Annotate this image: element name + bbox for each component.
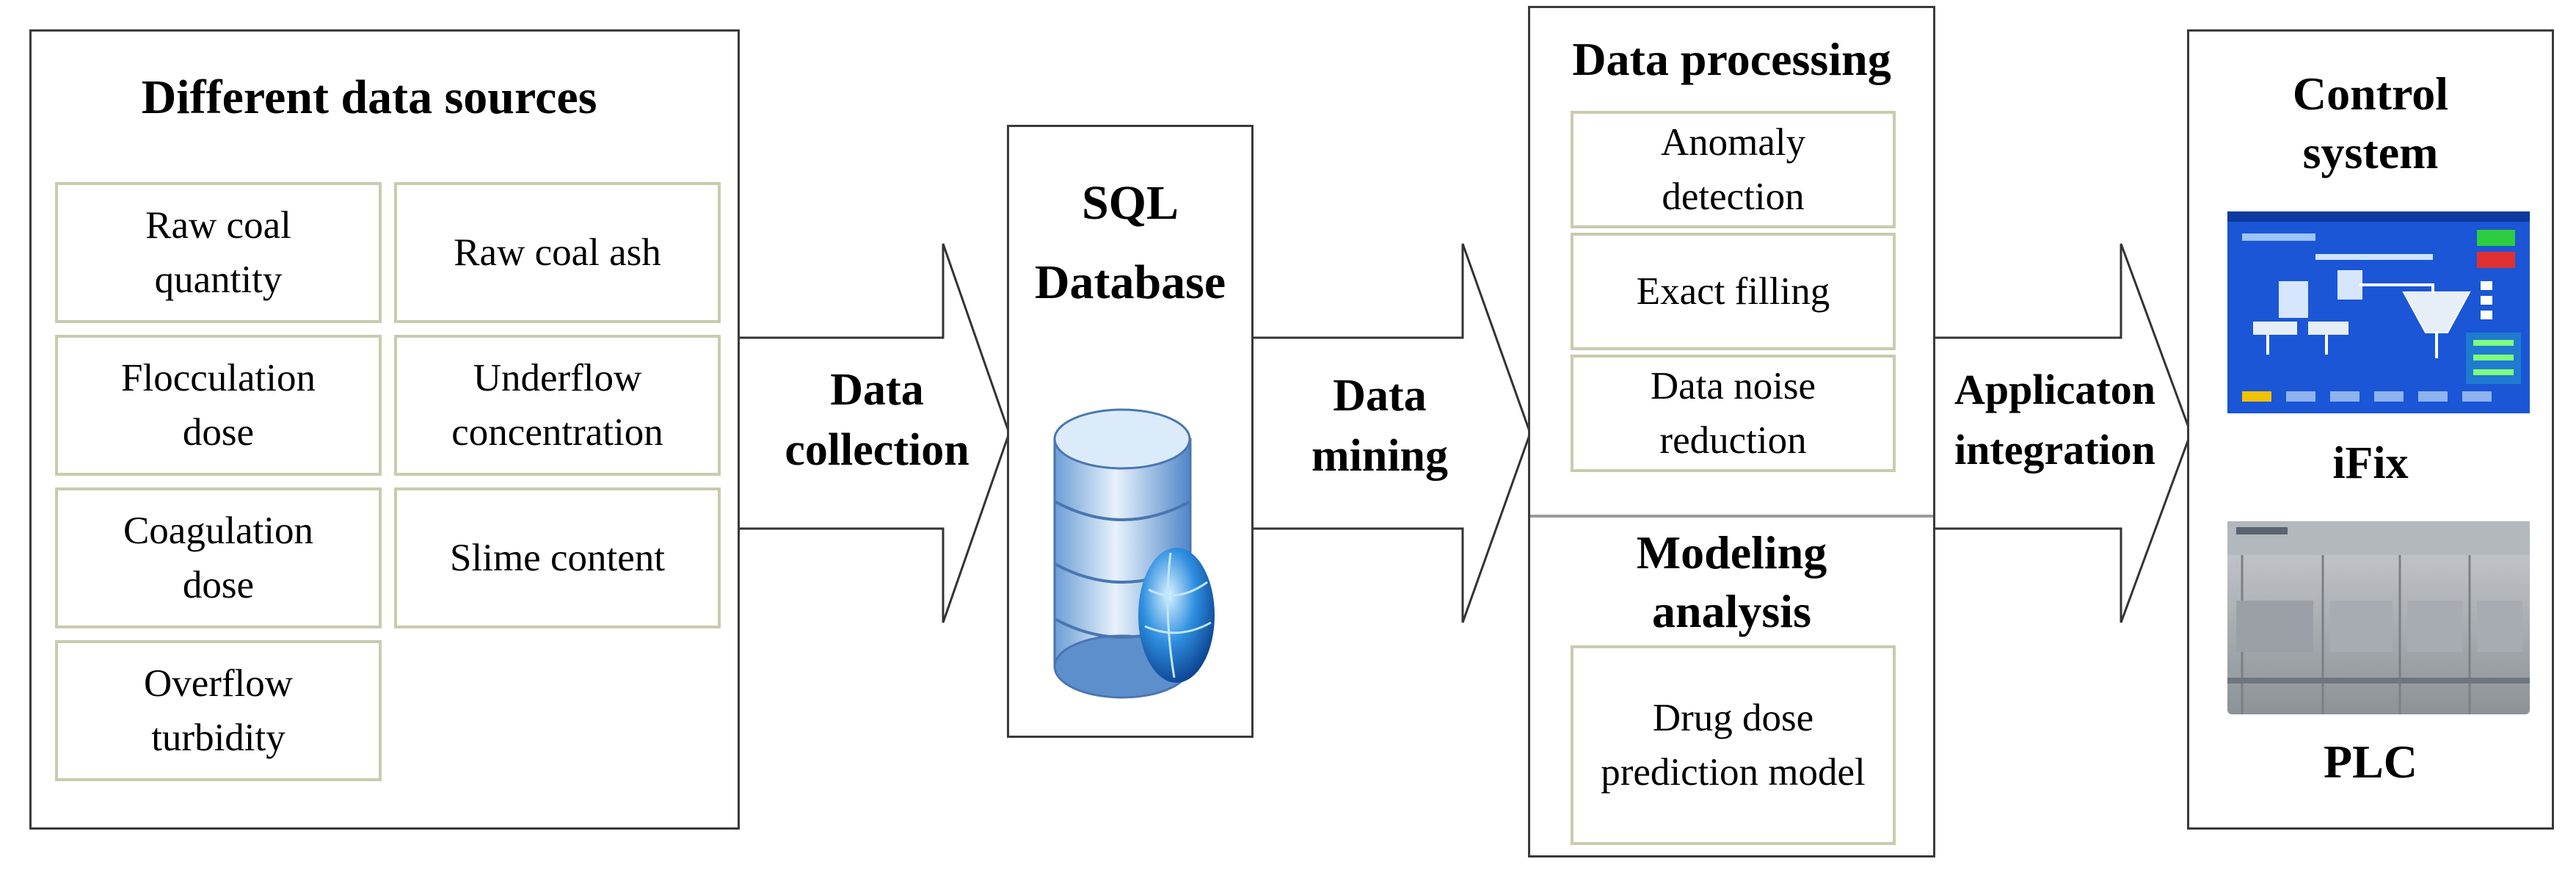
- source-item-flocculation-dose: Flocculation dose: [55, 335, 382, 476]
- section-divider: [1530, 515, 1933, 518]
- data-processing-title: Data processing: [1572, 33, 1891, 85]
- control-system-panel: Control system iFix: [2187, 29, 2554, 830]
- source-item-raw-coal-quantity: Raw coal quantity: [55, 182, 382, 323]
- data-mining-label: Data mining: [1311, 371, 1449, 481]
- ifix-label: iFix: [2332, 438, 2409, 488]
- processing-item-data-noise-reduction: Data noise reduction: [1571, 355, 1896, 472]
- data-sources-title: Different data sources: [141, 70, 597, 124]
- source-item-slime-content: Slime content: [394, 487, 721, 628]
- data-collection-label: Data collection: [785, 365, 969, 475]
- data-sources-panel: Different data sources Raw coal quantity…: [29, 29, 740, 830]
- processing-item-exact-filling: Exact filling: [1571, 233, 1896, 350]
- source-item-underflow-concentration: Underflow concentration: [394, 335, 721, 476]
- plc-hardware-icon: [2227, 521, 2530, 714]
- sql-database-title: SQL Database: [1034, 176, 1226, 309]
- source-item-coagulation-dose: Coagulation dose: [55, 487, 382, 628]
- application-integration-arrow: [1926, 243, 2192, 623]
- source-item-raw-coal-ash: Raw coal ash: [394, 182, 721, 323]
- source-item-overflow-turbidity: Overflow turbidity: [55, 640, 382, 781]
- scada-screen-icon: [2227, 211, 2530, 413]
- processing-panel: Data processing Anomaly detection Exact …: [1528, 6, 1935, 857]
- database-icon: [1053, 408, 1215, 699]
- plc-label: PLC: [2324, 736, 2417, 788]
- modeling-analysis-title: Modeling analysis: [1636, 526, 1827, 637]
- control-system-title: Control system: [2292, 68, 2449, 178]
- modeling-item-drug-dose-model: Drug dose prediction model: [1571, 645, 1896, 845]
- data-mining-arrow: [1248, 243, 1532, 623]
- data-collection-arrow: [734, 243, 1011, 623]
- application-integration-label: Applicaton integration: [1954, 366, 2155, 474]
- sql-database-panel: SQL Database: [1007, 125, 1254, 738]
- processing-item-anomaly-detection: Anomaly detection: [1571, 111, 1896, 228]
